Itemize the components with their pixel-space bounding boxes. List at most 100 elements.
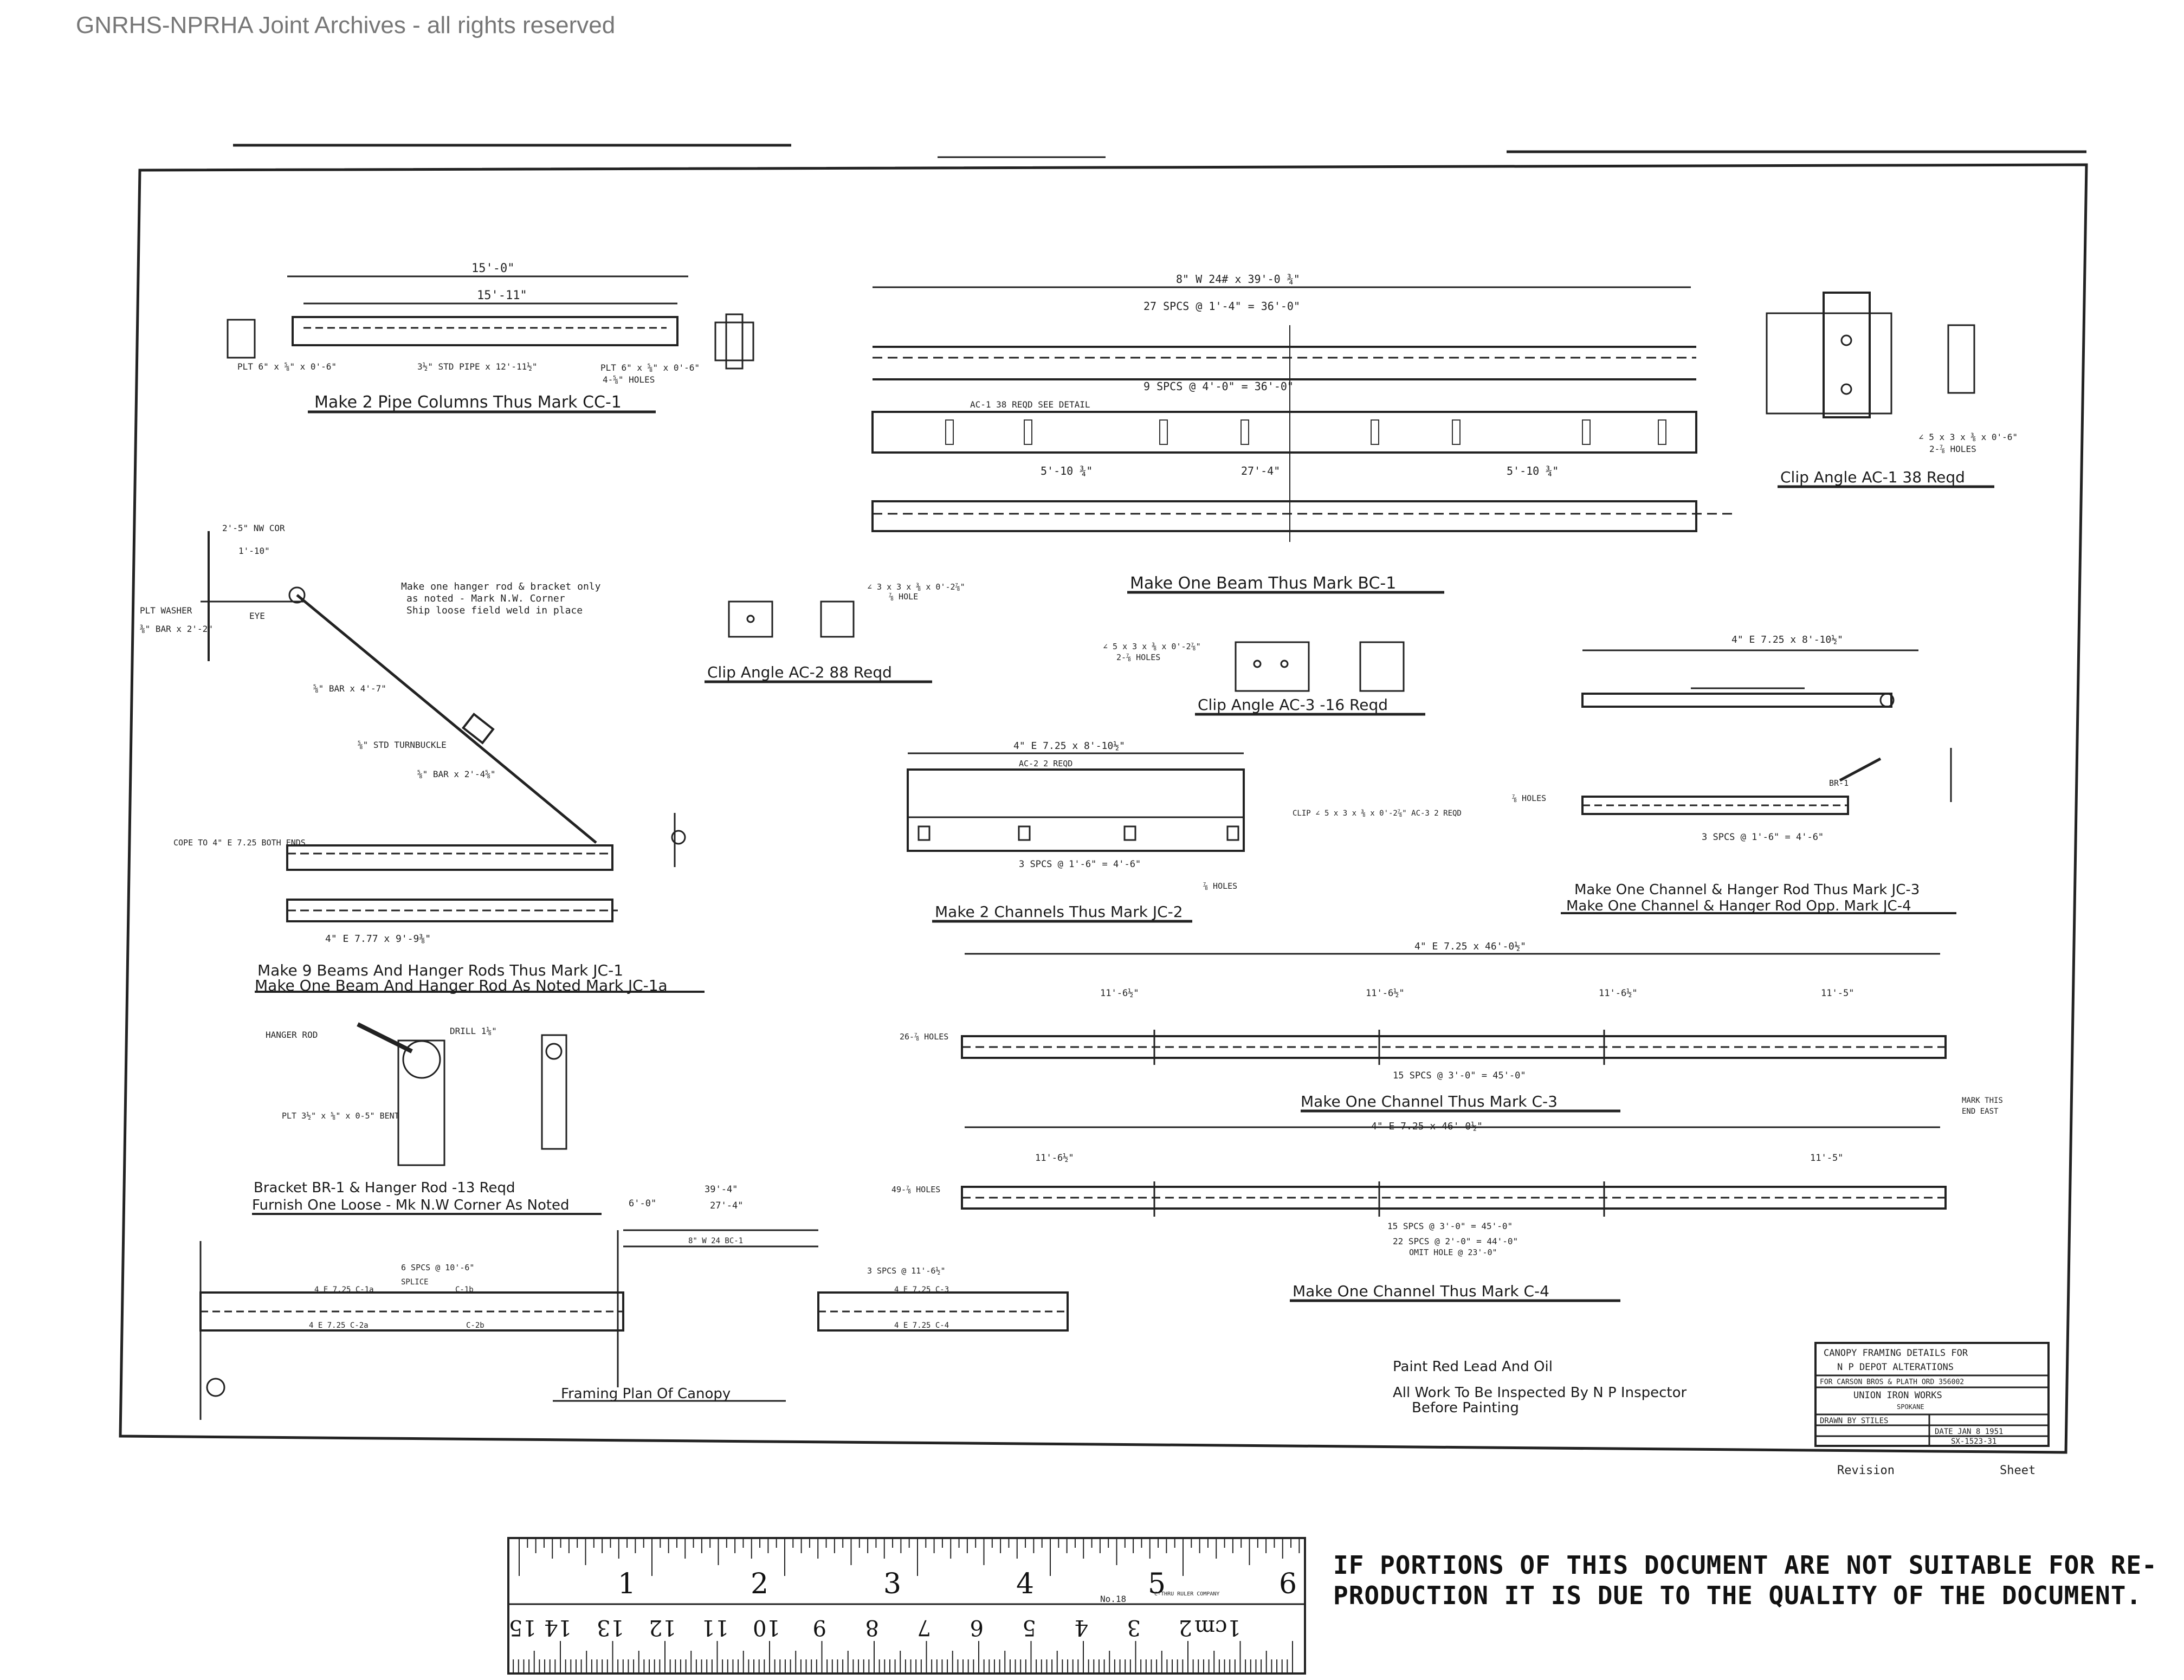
- bc1-dim-top: 8" W 24# x 39'-0 ¾": [1176, 273, 1300, 286]
- c4-seg4: 11'-5": [1810, 1153, 1843, 1164]
- tb-row6: DRAWN BY STILES: [1820, 1417, 1888, 1425]
- hanger-bar: ⅜" BAR x 2'-2": [140, 624, 213, 634]
- bc1-dim-a: 5'-10 ¾": [1041, 464, 1093, 477]
- c3-mark-note: MARK THIS: [1962, 1096, 2003, 1105]
- c3-spacing: 15 SPCS @ 3'-0" = 45'-0": [1393, 1070, 1526, 1081]
- inch-label-1: 1: [618, 1568, 636, 1600]
- bracket-drill: DRILL 1⅛": [450, 1026, 497, 1036]
- tb-row7: DATE JAN 8 1951: [1935, 1427, 2003, 1436]
- plan-spacing2: 3 SPCS @ 11'-6½": [867, 1266, 946, 1276]
- ac1-title: Clip Angle AC-1 38 Reqd: [1780, 468, 1965, 486]
- ac2-title: Clip Angle AC-2 88 Reqd: [707, 663, 892, 681]
- notice-line-2: PRODUCTION IT IS DUE TO THE QUALITY OF T…: [1333, 1581, 2142, 1610]
- c4-seg1: 11'-6½": [1035, 1153, 1074, 1164]
- hanger-dim2: 1'-10": [238, 546, 270, 556]
- note-before-painting: Before Painting: [1412, 1400, 1519, 1416]
- cm-label-6: 6: [970, 1615, 984, 1640]
- c3-seg2: 11'-6½": [1366, 988, 1405, 999]
- beam-clips: [945, 419, 1666, 445]
- inch-label-6: 6: [1279, 1568, 1297, 1600]
- cm-label-10: 10: [753, 1615, 780, 1640]
- notice-line-1: IF PORTIONS OF THIS DOCUMENT ARE NOT SUI…: [1333, 1550, 2157, 1580]
- bracket-title-2: Furnish One Loose - Mk N.W Corner As Not…: [252, 1197, 570, 1213]
- jc1-title-2: Make One Beam And Hanger Rod As Noted Ma…: [255, 977, 668, 994]
- note-paint: Paint Red Lead And Oil: [1393, 1359, 1553, 1375]
- title-block: [1814, 1342, 2050, 1447]
- c4-spacing2: 22 SPCS @ 2'-0" = 44'-0": [1393, 1236, 1518, 1246]
- c3-dim-top: 4" E 7.25 x 46'-0½": [1414, 941, 1526, 952]
- jc3-spacing: 3 SPCS @ 1'-6" = 4'-6": [1702, 832, 1824, 843]
- cm-label-4: 4: [1075, 1615, 1088, 1640]
- plan-c1b: C-1b: [455, 1285, 474, 1294]
- c3-mark-note-2: END EAST: [1962, 1107, 1999, 1116]
- plan-c3: 4 E 7.25 C-3: [894, 1285, 949, 1294]
- view-clip-ac3: [1195, 641, 1425, 716]
- archive-watermark: GNRHS-NPRHA Joint Archives - all rights …: [76, 12, 616, 38]
- c3-title: Make One Channel Thus Mark C-3: [1301, 1093, 1558, 1110]
- tb-row1: CANOPY FRAMING DETAILS FOR: [1824, 1348, 1968, 1359]
- ruler-maker: No.18: [1100, 1594, 1126, 1604]
- ac3-title: Clip Angle AC-3 -16 Reqd: [1198, 696, 1388, 714]
- tb-row4: UNION IRON WORKS: [1853, 1390, 1942, 1401]
- hanger-note-3: Ship loose field weld in place: [406, 605, 583, 616]
- c4-omit: OMIT HOLE @ 23'-0": [1409, 1248, 1497, 1257]
- cc1-dim-overall: 15'-0": [471, 262, 514, 275]
- hanger-dim1: 2'-5" NW COR: [222, 523, 285, 533]
- hanger-cope: COPE TO 4" E 7.25 BOTH ENDS: [173, 838, 306, 848]
- c3-seg4: 11'-5": [1821, 988, 1854, 999]
- c4-spacing1: 15 SPCS @ 3'-0" = 45'-0": [1387, 1221, 1513, 1231]
- jc3-holes: ⅞ HOLES: [1512, 793, 1546, 803]
- cm-label-14: 14: [544, 1615, 572, 1640]
- reproduction-notice: IF PORTIONS OF THIS DOCUMENT ARE NOT SUI…: [1333, 1550, 2157, 1611]
- cm-label-12: 12: [649, 1615, 676, 1640]
- bracket-plate: PLT 3½" x ⅝" x 0-5" BENT: [282, 1111, 399, 1121]
- jc1-title-1: Make 9 Beams And Hanger Rods Thus Mark J…: [257, 961, 623, 979]
- plan-c4: 4 E 7.25 C-4: [894, 1321, 949, 1330]
- jc3-title-1: Make One Channel & Hanger Rod Thus Mark …: [1574, 882, 1920, 898]
- jc3-dim-top: 4" E 7.25 x 8'-10½": [1731, 634, 1843, 645]
- plan-bc1: 8" W 24 BC-1: [688, 1237, 743, 1245]
- cm-label-9: 9: [813, 1615, 826, 1640]
- c4-title: Make One Channel Thus Mark C-4: [1293, 1282, 1549, 1300]
- tb-row3: FOR CARSON BROS & PLATH ORD 356002: [1820, 1378, 1964, 1386]
- corner-note-right: Sheet: [2000, 1464, 2036, 1477]
- view-channel-c4: [961, 1126, 1947, 1302]
- tb-row5: SPOKANE: [1897, 1403, 1924, 1411]
- ac2-spec: ∠ 3 x 3 x ⅜ x 0'-2⅞": [867, 582, 965, 592]
- cm-label-8: 8: [865, 1615, 879, 1640]
- ac1-spec: ∠ 5 x 3 x ⅜ x 0'-6": [1918, 432, 2018, 442]
- cc1-pipe-spec: 3½" STD PIPE x 12'-11½": [417, 361, 538, 372]
- jc2-clip: CLIP ∠ 5 x 3 x ⅜ x 0'-2⅞" AC-3 2 REQD: [1293, 809, 1462, 818]
- tb-row8: SX-1523-31: [1951, 1437, 1996, 1446]
- bc1-dim-c: 5'-10 ¾": [1507, 464, 1559, 477]
- note-inspection: All Work To Be Inspected By N P Inspecto…: [1393, 1385, 1687, 1401]
- cc1-plate-right: PLT 6" x ⅝" x 0'-6": [600, 363, 700, 373]
- hanger-bar2: ⅝" BAR x 4'-7": [313, 683, 386, 694]
- c3-holes: 26-⅞ HOLES: [900, 1032, 948, 1042]
- view-clip-ac1: [1766, 292, 1994, 488]
- cm-label-11: 11: [701, 1615, 729, 1640]
- cc1-dim-inner: 15'-11": [477, 289, 527, 302]
- cm-label-2: 2: [1179, 1615, 1192, 1640]
- plan-c1a: 4 E 7.25 C-1a: [314, 1285, 374, 1294]
- view-hanger-jc1: [201, 531, 705, 993]
- ac3-spec: ∠ 5 x 3 x ⅜ x 0'-2⅞": [1103, 642, 1201, 651]
- inch-label-3: 3: [883, 1568, 901, 1600]
- plan-dim1: 39'-4": [705, 1184, 738, 1195]
- hanger-turnbuckle: ⅝" STD TURNBUCKLE: [358, 740, 447, 750]
- cc1-title: Make 2 Pipe Columns Thus Mark CC-1: [314, 393, 622, 412]
- bracket-rod: HANGER ROD: [266, 1030, 318, 1040]
- bc1-title: Make One Beam Thus Mark BC-1: [1130, 574, 1396, 593]
- plan-title: Framing Plan Of Canopy: [561, 1386, 731, 1402]
- cc1-holes: 4-⅝" HOLES: [603, 374, 655, 385]
- hanger-bar3: ⅝" BAR x 2'-4⅝": [417, 769, 496, 779]
- hanger-note-2: as noted - Mark N.W. Corner: [406, 593, 565, 604]
- cm-label-5: 5: [1023, 1615, 1036, 1640]
- view-channel-jc3: [1561, 649, 1956, 914]
- plan-splice: SPLICE: [401, 1278, 429, 1287]
- jc2-spacing: 3 SPCS @ 1'-6" = 4'-6": [1019, 859, 1141, 870]
- cc1-plate-left: PLT 6" x ⅝" x 0'-6": [237, 361, 337, 372]
- hanger-washer: PLT WASHER: [140, 605, 192, 616]
- bc1-dim-b: 27'-4": [1241, 464, 1280, 477]
- cm-label-1: 1cm: [1194, 1615, 1241, 1640]
